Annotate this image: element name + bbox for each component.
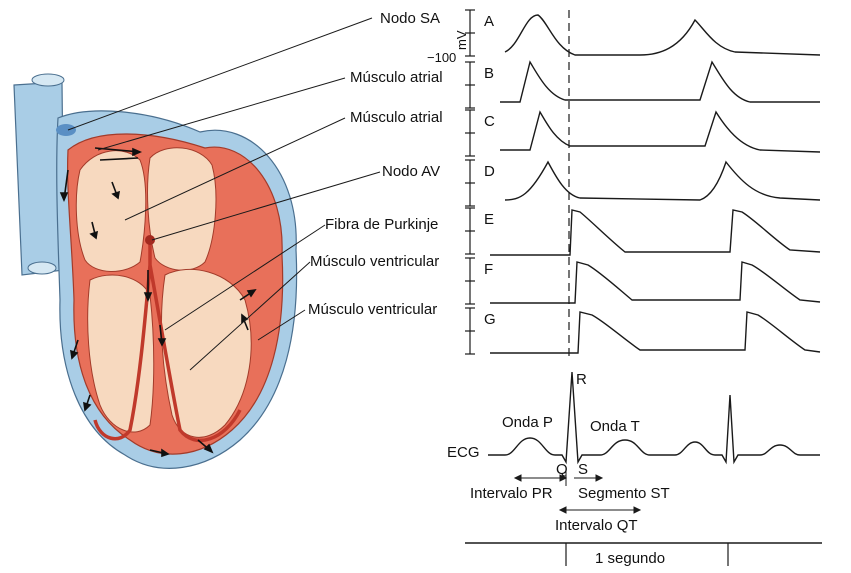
action-potential-traces: A B C D E F G: [465, 10, 820, 354]
trace-label-B: B: [484, 65, 494, 82]
label-purkinje: Fibra de Purkinje: [325, 216, 438, 233]
label-atrial-2: Músculo atrial: [350, 109, 443, 126]
vena-cava-bottom: [28, 262, 56, 274]
trace-label-G: G: [484, 311, 496, 328]
ecg-wave-p: Onda P: [502, 414, 553, 431]
label-ventricular-2: Músculo ventricular: [308, 301, 437, 318]
trace-waveform-E: [490, 210, 820, 255]
label-sa-node: Nodo SA: [380, 10, 440, 27]
label-av-node: Nodo AV: [382, 163, 440, 180]
trace-waveform-D: [505, 162, 820, 200]
label-ventricular-1: Músculo ventricular: [310, 253, 439, 270]
ecg-qt-interval: Intervalo QT: [555, 517, 638, 534]
trace-label-C: C: [484, 113, 495, 130]
right-atrium-chamber: [76, 151, 145, 272]
trace-label-F: F: [484, 261, 493, 278]
ecg-st-segment: Segmento ST: [578, 485, 670, 502]
label-atrial-1: Músculo atrial: [350, 69, 443, 86]
trace-label-E: E: [484, 211, 494, 228]
trace-waveform-F: [490, 262, 820, 303]
ecg-pr-interval: Intervalo PR: [470, 485, 553, 502]
ecg-wave-r: R: [576, 371, 587, 388]
time-scale-label: 1 segundo: [595, 550, 665, 567]
left-atrium-chamber: [148, 148, 216, 271]
trace-label-A: A: [484, 13, 494, 30]
ecg-panel: ECG Onda P R Onda T Q S Intervalo PR Seg…: [447, 371, 820, 534]
trace-waveform-B: [500, 62, 820, 102]
leader-sa-node: [68, 18, 372, 130]
qt-interval-arrow: [560, 507, 640, 513]
ecg-label: ECG: [447, 444, 480, 461]
vena-cava-top: [32, 74, 64, 86]
trace-waveform-G: [490, 312, 820, 353]
trace-waveform-A: [505, 15, 820, 55]
axis-min-value: −100: [427, 50, 456, 65]
ecg-wave-s: S: [578, 461, 588, 478]
trace-label-D: D: [484, 163, 495, 180]
trace-waveform-C: [500, 112, 820, 152]
sa-node-marker: [56, 124, 76, 136]
time-scale: 1 segundo: [465, 543, 822, 567]
ecg-wave-t: Onda T: [590, 418, 640, 435]
